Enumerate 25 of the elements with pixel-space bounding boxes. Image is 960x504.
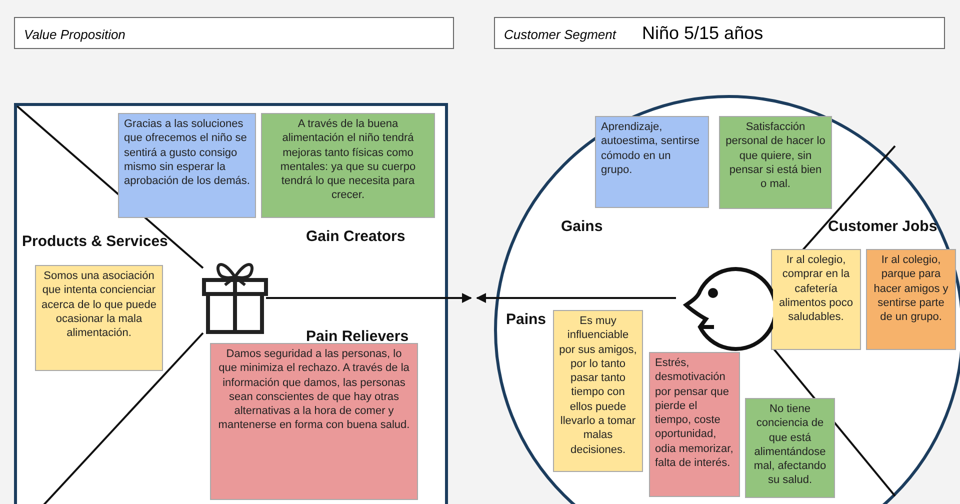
section-label: Pains: [506, 311, 546, 328]
header-box: [494, 17, 945, 49]
sticky-note: Es muy influenciable por sus amigos, por lo tanto pasar tanto tiempo con ellos puede llevarlo a tomar malas decisiones.: [553, 310, 643, 472]
header-box: [14, 17, 454, 49]
section-label: Customer Jobs: [828, 218, 938, 235]
section-label: Gain Creators: [306, 228, 406, 245]
sticky-note: Ir al colegio, comprar en la cafetería alimentos poco saludables.: [771, 249, 861, 350]
sticky-note: A través de la buena alimentación el niño tendrá mejoras tanto físicas como mentales: ya que su cuerpo tendrá lo que necesita para crecer.: [261, 113, 435, 218]
section-label: Pain Relievers: [306, 328, 409, 345]
sticky-note: Gracias a las soluciones que ofrecemos el niño se sentirá a gusto consigo mismo sin esperar la aprobación de los demás.: [118, 113, 256, 218]
sticky-note: No tiene conciencia de que está alimentándose mal, afectando su salud.: [745, 398, 835, 498]
field-label: Customer Segment: [504, 27, 616, 42]
sticky-note: Ir al colegio, parque para hacer amigos y sentirse parte de un grupo.: [866, 249, 956, 350]
section-label: Gains: [561, 218, 603, 235]
sticky-note: Satisfacción personal de hacer lo que quiere, sin pensar si está bien o mal.: [719, 116, 832, 209]
field-value: Niño 5/15 años: [642, 23, 764, 44]
sticky-note: Somos una asociación que intenta concienciar acerca de lo que puede ocasionar la mala alimentación.: [35, 265, 163, 371]
section-label: Products & Services: [22, 233, 168, 250]
arrow: [476, 293, 676, 303]
sticky-note: Estrés, desmotivación por pensar que pierde el tiempo, coste oportunidad, odia memorizar, falta de interés.: [649, 352, 740, 497]
arrow: [266, 293, 472, 303]
value-map-square: [14, 103, 448, 504]
sticky-note: Damos seguridad a las personas, lo que minimiza el rechazo. A través de la información que damos, las personas sean conscientes de que hay otras alternativas a la hora de comer y mantenerse en forma con buena salud.: [210, 343, 418, 500]
field-label: Value Proposition: [24, 27, 126, 42]
sticky-note: Aprendizaje, autoestima, sentirse cómodo en un grupo.: [595, 116, 709, 208]
